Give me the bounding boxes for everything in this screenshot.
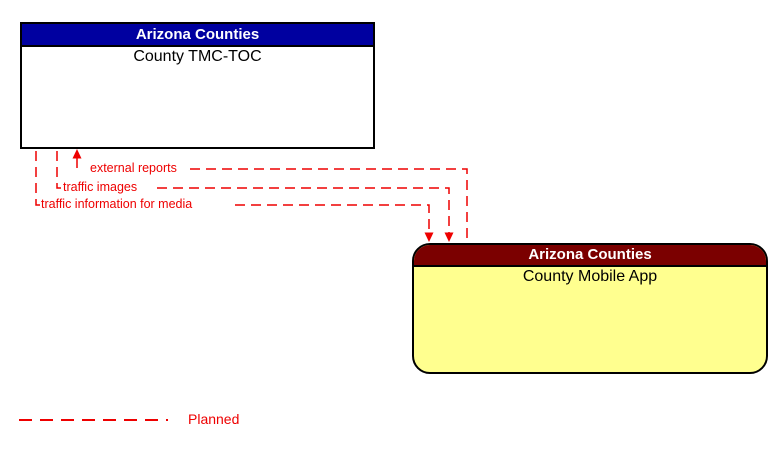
element-box-title: County Mobile App (522, 268, 658, 285)
flow-line-path (235, 204, 430, 233)
flow-label-traffic-information-for-media[interactable]: traffic information for media (40, 197, 194, 211)
element-box-header: Arizona Counties (414, 245, 766, 267)
arrowhead-down-icon (424, 232, 434, 242)
element-box-county-mobile-app[interactable]: Arizona Counties County Mobile App (412, 243, 768, 374)
flow-line-path (190, 168, 468, 243)
arrowhead-down-icon (444, 232, 454, 242)
flow-line-stub (56, 151, 61, 189)
flow-label-traffic-images[interactable]: traffic images (62, 180, 139, 194)
legend-planned-label: Planned (188, 411, 240, 427)
arrowhead-up-icon (72, 149, 82, 159)
flow-line-stub (35, 151, 40, 206)
element-box-county-tmc-toc[interactable]: Arizona Counties County TMC-TOC (20, 22, 375, 149)
flow-label-external-reports[interactable]: external reports (89, 161, 178, 175)
element-box-title: County TMC-TOC (133, 48, 262, 65)
element-box-header: Arizona Counties (22, 24, 373, 47)
flow-line-path (157, 187, 450, 233)
